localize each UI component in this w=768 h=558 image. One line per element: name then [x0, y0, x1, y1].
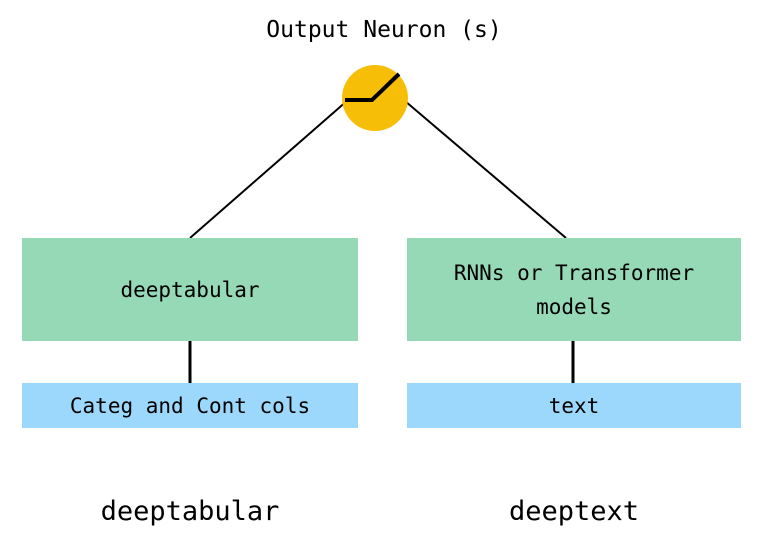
block-deeptext-data: text — [407, 383, 741, 428]
output-neuron — [342, 65, 408, 131]
block-deeptext-model-label: RNNs or Transformer models — [453, 260, 695, 319]
edge-deeptabular-model-to-neuron — [189, 99, 349, 239]
block-deeptabular-model-label: deeptabular — [120, 277, 260, 302]
branch-caption-deeptext: deeptext — [508, 496, 640, 527]
block-deeptabular-model: deeptabular — [22, 238, 358, 341]
branch-caption-deeptabular: deeptabular — [100, 496, 280, 527]
edge-deeptext-model-to-neuron — [404, 100, 567, 239]
relu-activation-icon — [345, 72, 401, 102]
block-deeptext-data-label: text — [548, 393, 600, 418]
block-deeptext-model: RNNs or Transformer models — [407, 238, 741, 341]
output-neuron-title: Output Neuron (s) — [266, 17, 502, 43]
block-deeptabular-data: Categ and Cont cols — [22, 383, 358, 428]
block-deeptabular-data-label: Categ and Cont cols — [69, 393, 311, 418]
